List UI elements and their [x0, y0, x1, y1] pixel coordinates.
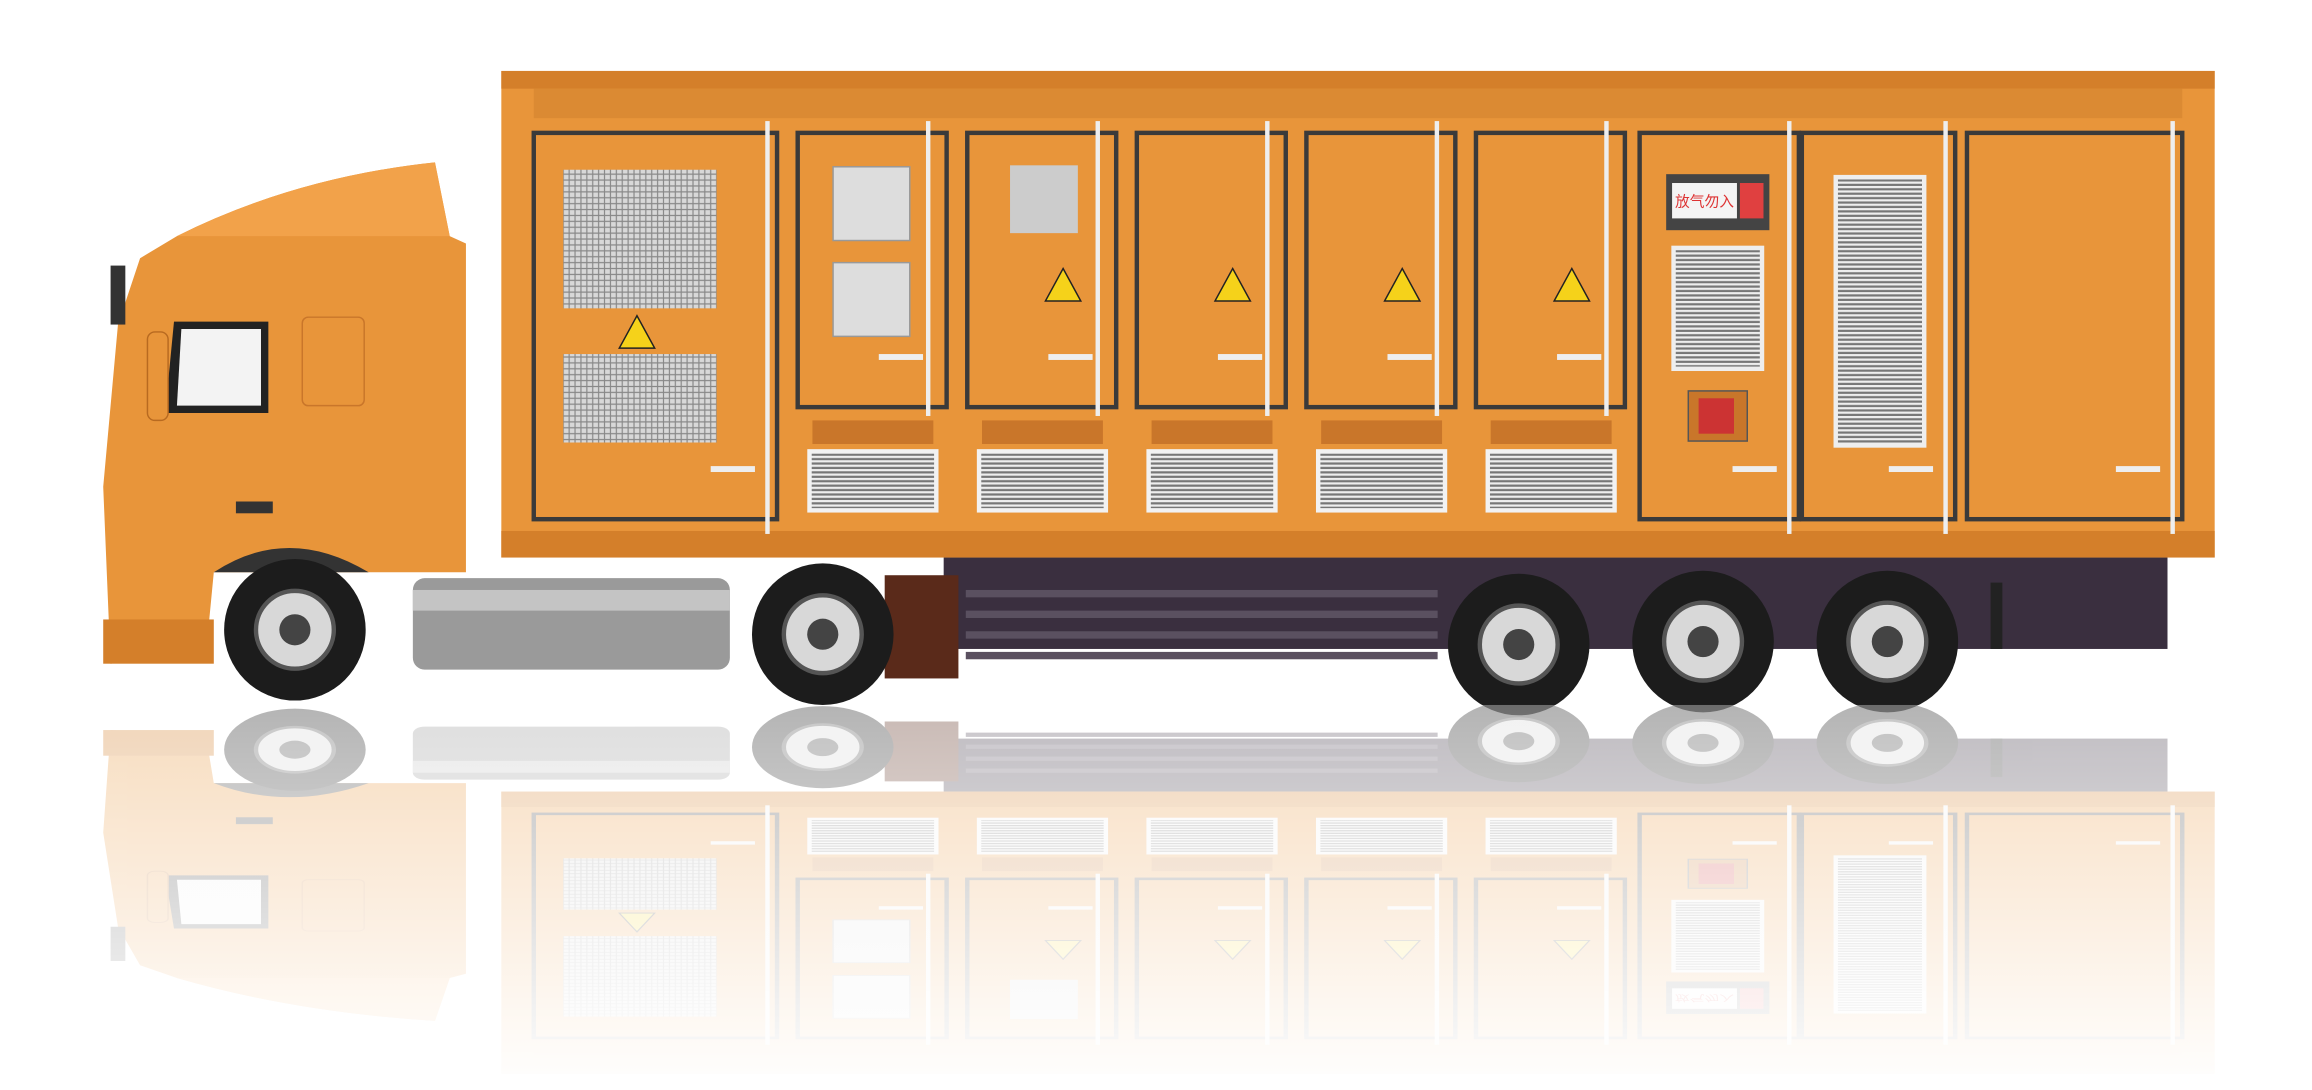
wheel-center: [807, 618, 839, 650]
warning-sign-panel: 放气勿入: [1666, 174, 1770, 231]
door-hinge-bar: [2170, 121, 2175, 534]
top-vent: [1151, 420, 1273, 444]
cabinet-door: [795, 130, 949, 410]
tall-louver-vent: [1833, 174, 1927, 448]
door-hinge-bar: [1434, 121, 1440, 416]
warning-sign-text: 放气勿入: [1675, 194, 1734, 211]
door-handle: [878, 354, 924, 360]
wheel-center: [1503, 628, 1535, 661]
side-rails: [965, 589, 1438, 660]
container-body: 放气勿入: [501, 70, 2215, 558]
wheel-center: [1871, 626, 1903, 658]
door-handle: [1217, 354, 1263, 360]
door-hinge-bar: [765, 121, 770, 534]
bottom-vent: [976, 449, 1109, 513]
top-vent: [812, 420, 934, 444]
high-voltage-warning-icon: [1213, 266, 1252, 302]
grille: [563, 169, 717, 309]
door-hinge-bar: [1265, 121, 1270, 416]
door-handle: [1888, 466, 1934, 473]
cabinet-door: [1473, 130, 1628, 410]
top-vent: [1321, 420, 1443, 444]
cabinet-door: [531, 130, 780, 522]
door-handle: [710, 466, 755, 473]
door-hinge-bar: [1095, 121, 1100, 416]
door-hinge-bar: [1943, 121, 1948, 534]
door-handle: [1387, 354, 1432, 360]
door-hinge-bar: [1787, 121, 1792, 534]
louver-vent: [1671, 245, 1765, 372]
top-vent: [982, 420, 1103, 444]
high-voltage-warning-icon: [618, 314, 656, 349]
high-voltage-warning-icon: [1383, 266, 1422, 302]
wheel-center: [279, 614, 311, 646]
door-hinge-bar: [1604, 121, 1609, 416]
cabinet-door: [1134, 130, 1288, 410]
grille: [563, 354, 717, 443]
high-voltage-warning-icon: [1552, 266, 1591, 302]
cabinet-door: [1964, 130, 2185, 522]
bottom-vent: [1485, 449, 1617, 513]
truck-cab: [103, 162, 466, 664]
bottom-vent: [1146, 449, 1278, 513]
door-hinge-bar: [925, 121, 931, 416]
cabinet-door: [1304, 130, 1458, 410]
cabinet-door: [1637, 130, 1802, 522]
door-handle: [1048, 354, 1093, 360]
floor-reflection: [0, 700, 2312, 1090]
high-voltage-warning-icon: [1044, 266, 1083, 302]
top-vent: [1490, 420, 1612, 444]
door-handle: [2115, 466, 2161, 473]
mirror: [146, 331, 169, 422]
truck: 放气勿入: [103, 70, 2215, 716]
bottom-vent: [1315, 449, 1448, 513]
cabinet-door: [965, 130, 1119, 410]
cabinet-door: [1799, 130, 1958, 522]
door-handle: [1732, 466, 1777, 473]
wheel-center: [1687, 626, 1719, 658]
bottom-vent: [807, 449, 939, 513]
door-handle: [1557, 354, 1602, 360]
